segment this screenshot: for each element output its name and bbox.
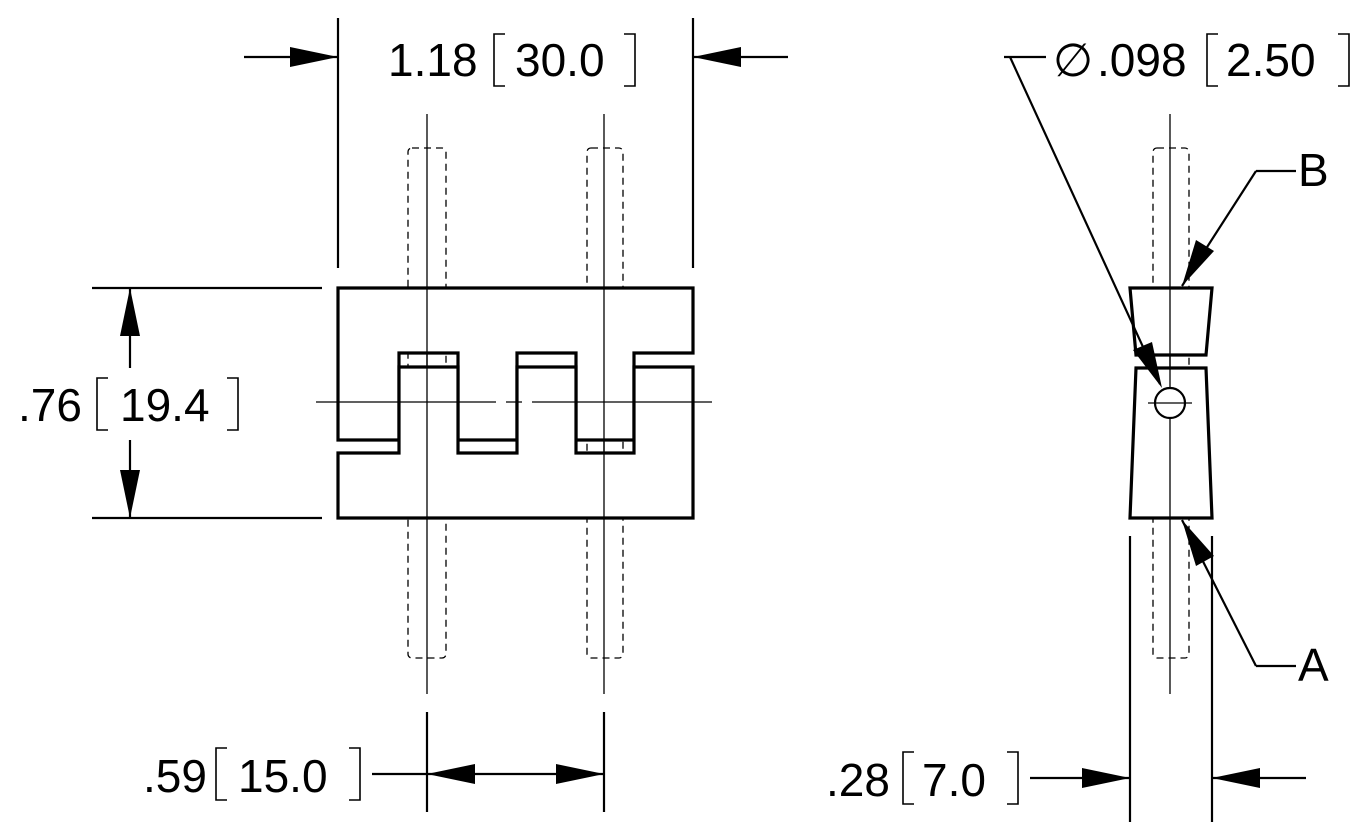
side-upper-block bbox=[1128, 286, 1214, 357]
side-thickness-metric: 7.0 bbox=[922, 754, 986, 806]
label-b: B bbox=[1298, 144, 1329, 196]
height-dimension: .76 19.4 bbox=[18, 286, 322, 520]
label-a: A bbox=[1298, 639, 1329, 691]
hole-diameter-value: .098 bbox=[1097, 34, 1187, 86]
hole-diameter-metric: 2.50 bbox=[1226, 34, 1316, 86]
width-metric: 30.0 bbox=[515, 34, 605, 86]
side-thickness-value: .28 bbox=[826, 754, 890, 806]
width-dimension: 1.18 30.0 bbox=[244, 18, 788, 268]
height-value: .76 bbox=[18, 379, 82, 431]
label-a-callout: A bbox=[1181, 519, 1329, 691]
side-thickness-dimension: .28 7.0 bbox=[826, 536, 1306, 822]
front-view: 1.18 30.0 .76 19.4 .59 15. bbox=[18, 18, 788, 812]
hole-diameter-callout: ∅ .098 2.50 bbox=[1004, 33, 1350, 388]
width-value: 1.18 bbox=[388, 34, 478, 86]
label-b-callout: B bbox=[1181, 144, 1329, 287]
pin-spacing-value: .59 bbox=[143, 750, 207, 802]
pin-spacing-metric: 15.0 bbox=[238, 750, 328, 802]
height-metric: 19.4 bbox=[120, 379, 210, 431]
side-view: ∅ .098 2.50 B A .28 bbox=[826, 33, 1350, 822]
side-lower-block bbox=[1128, 366, 1214, 520]
pin-spacing-dimension: .59 15.0 bbox=[143, 712, 606, 812]
diameter-symbol: ∅ bbox=[1053, 34, 1093, 86]
